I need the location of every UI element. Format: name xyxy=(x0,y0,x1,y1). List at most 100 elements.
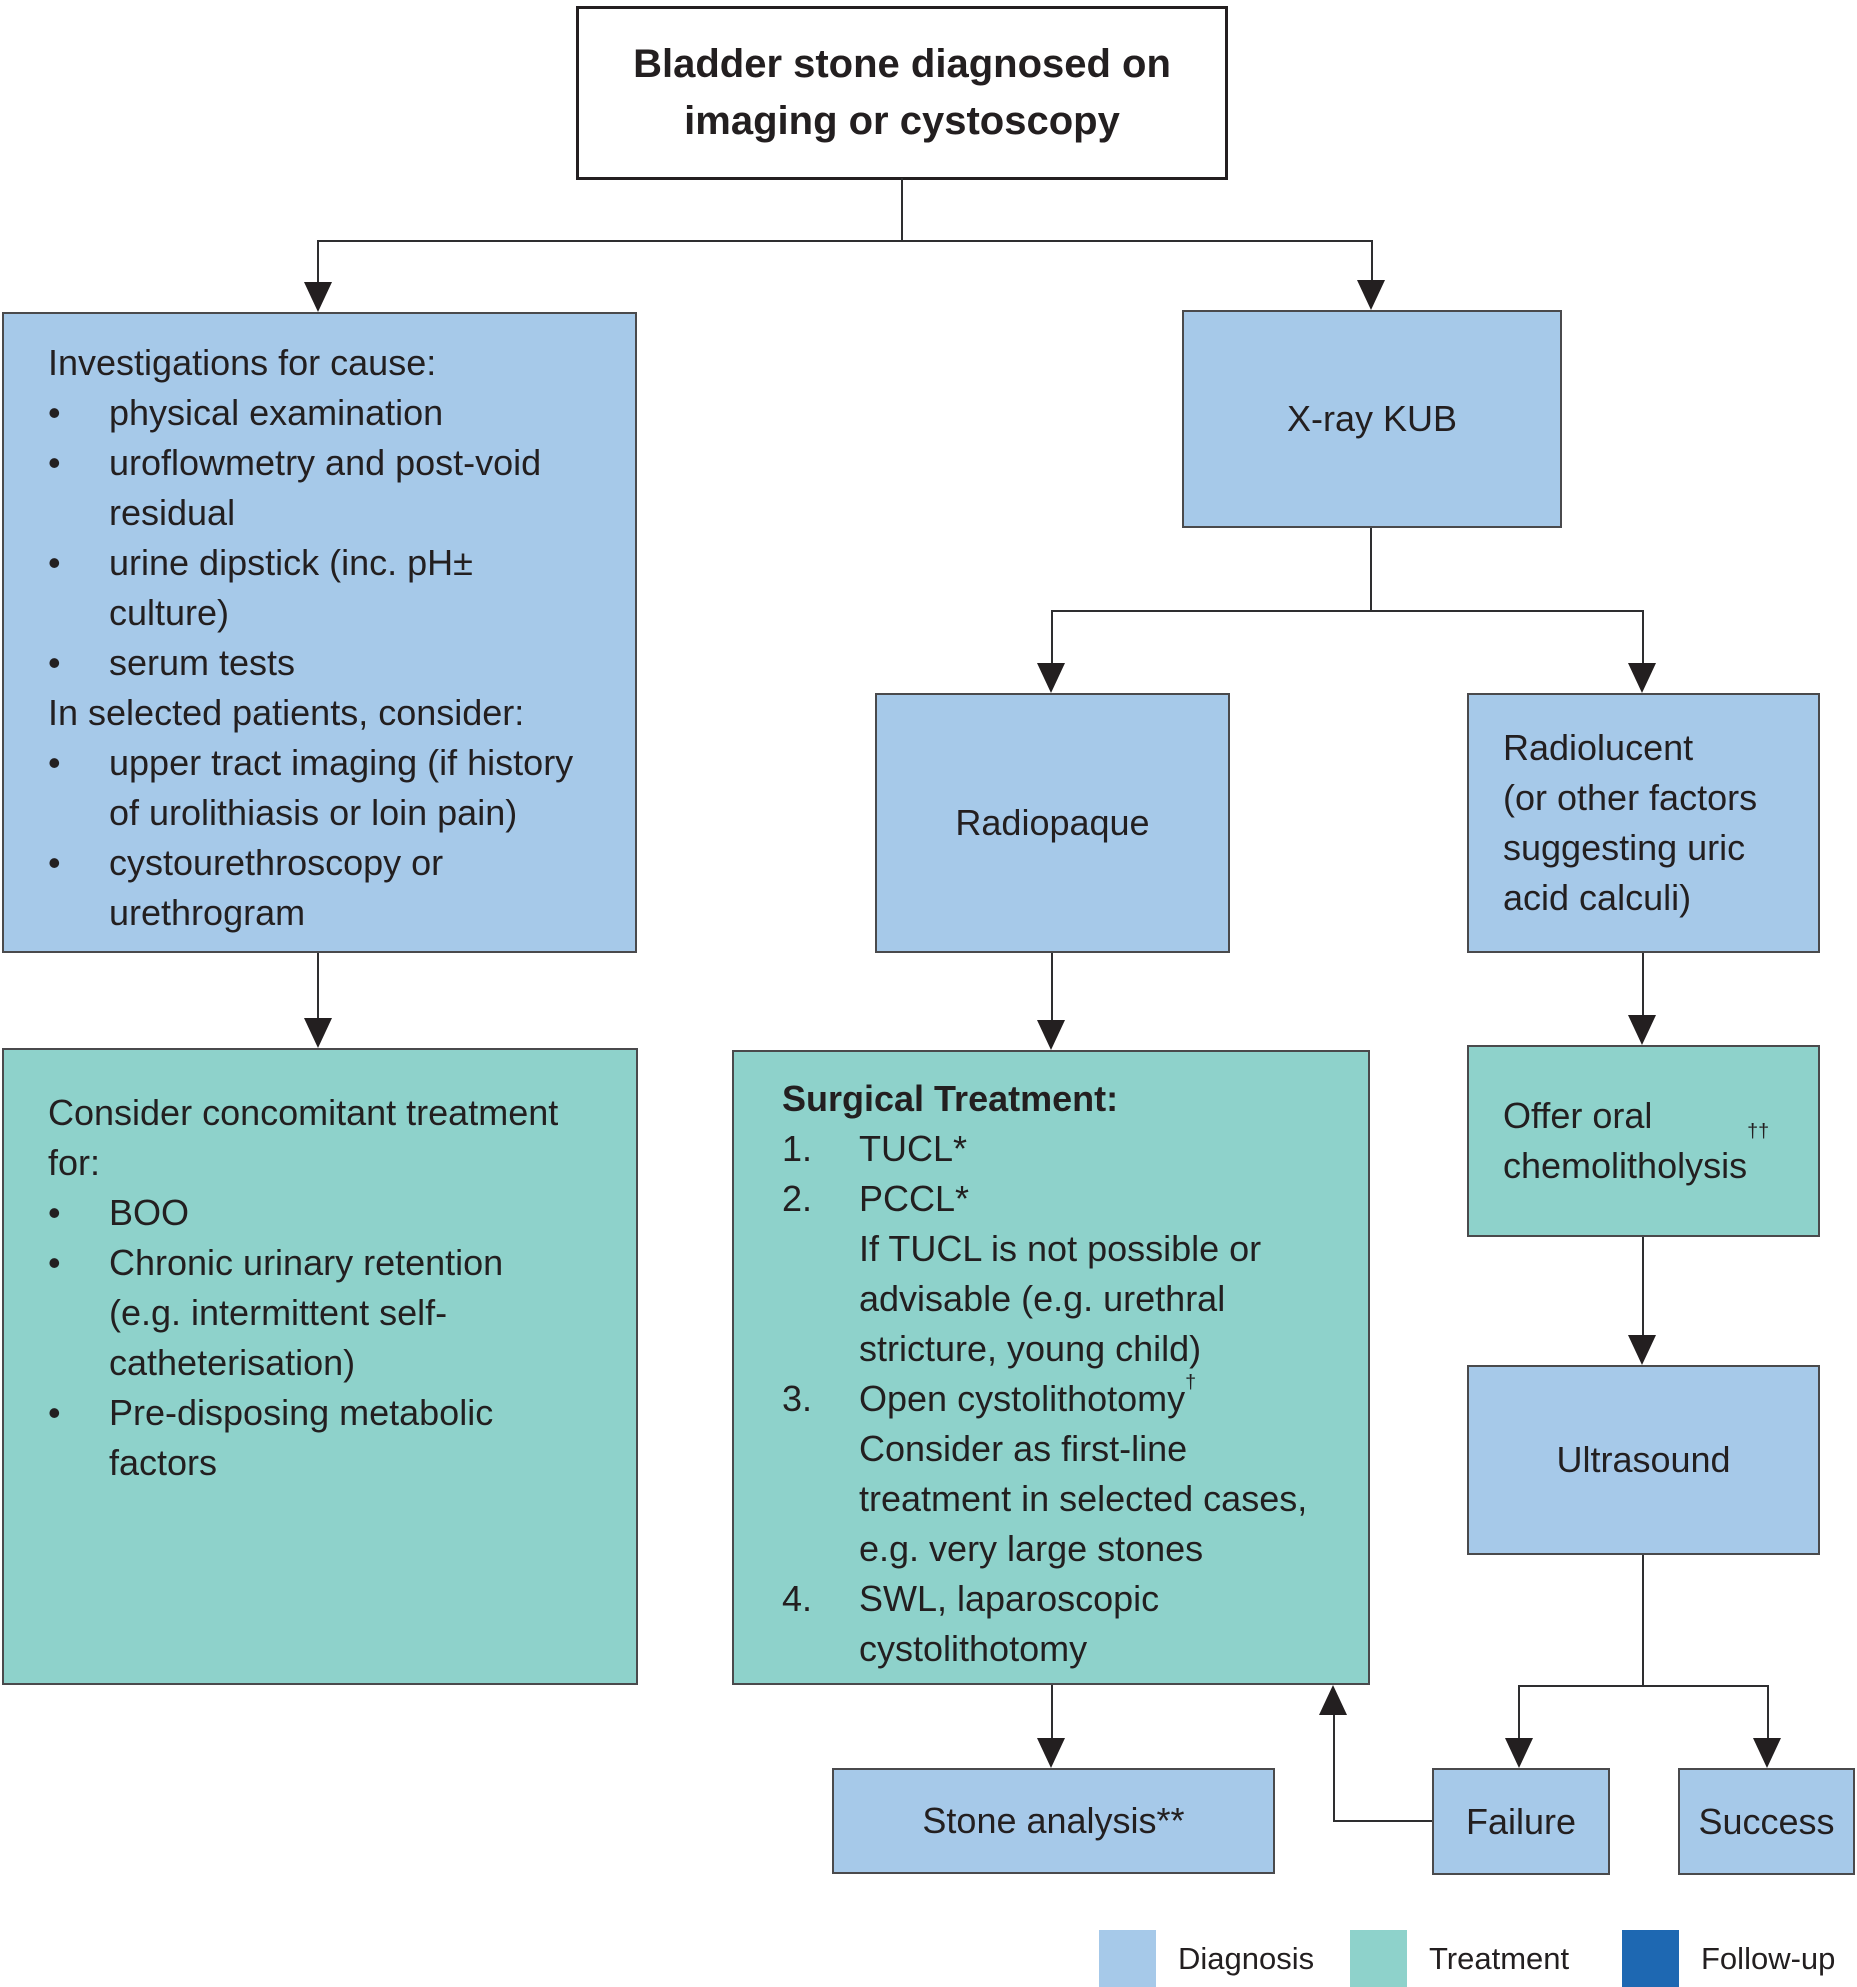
list-item: •uroflowmetry and post-void xyxy=(48,438,617,488)
ultrasound-label: Ultrasound xyxy=(1556,1439,1731,1480)
xray-kub-box: X-ray KUB xyxy=(1182,310,1562,528)
success-label: Success xyxy=(1698,1800,1835,1842)
legend-swatch-followup xyxy=(1622,1930,1679,1987)
legend-label-diagnosis: Diagnosis xyxy=(1178,1940,1315,1976)
investigations-subheading: In selected patients, consider: xyxy=(48,692,525,733)
arrowhead-to-surgical xyxy=(1037,1020,1065,1050)
arrowhead-to-radiopaque xyxy=(1037,663,1065,693)
numbered-item: 3.Open cystolithotomy† xyxy=(782,1371,1197,1419)
arrowhead-to-chemolitholysis xyxy=(1628,1015,1656,1045)
arrowhead-feedback-to-surgical xyxy=(1319,1685,1347,1715)
numbered-item-continuation: advisable (e.g. urethral xyxy=(859,1278,1226,1319)
connector-to-stone-analysis xyxy=(1051,1685,1053,1740)
connector-to-surgical xyxy=(1051,953,1053,1022)
list-item: •cystourethroscopy or xyxy=(48,838,617,888)
connector-ultrasound-stem xyxy=(1642,1555,1644,1687)
legend-label-treatment: Treatment xyxy=(1429,1940,1570,1976)
arrowhead-to-stone-analysis xyxy=(1037,1738,1065,1768)
list-item-continuation: catheterisation) xyxy=(109,1342,356,1383)
connector-title-branch xyxy=(317,240,1373,242)
numbered-item-continuation: stricture, young child) xyxy=(859,1328,1202,1369)
list-item-continuation: urethrogram xyxy=(109,892,306,933)
list-item-continuation: culture) xyxy=(109,592,230,633)
legend-swatch-treatment xyxy=(1350,1930,1407,1987)
connector-to-concomitant xyxy=(317,953,319,1020)
connector-to-investigations xyxy=(317,240,319,284)
connector-to-ultrasound xyxy=(1642,1237,1644,1337)
connector-failure-feedback-vertical xyxy=(1333,1713,1335,1822)
bullet-icon: • xyxy=(48,842,61,883)
bullet-icon: • xyxy=(48,542,61,583)
list-item-continuation: (e.g. intermittent self- xyxy=(109,1292,448,1333)
failure-box: Failure xyxy=(1432,1768,1610,1875)
radiopaque-label: Radiopaque xyxy=(955,802,1150,843)
arrowhead-to-ultrasound xyxy=(1628,1335,1656,1365)
legend-label-followup: Follow-up xyxy=(1701,1940,1836,1976)
list-item: •serum tests xyxy=(48,638,617,688)
connector-failure-feedback-horizontal xyxy=(1333,1820,1432,1822)
investigations-box: Investigations for cause: •physical exam… xyxy=(2,312,637,953)
bullet-icon: • xyxy=(48,642,61,683)
list-item-continuation: factors xyxy=(109,1442,218,1483)
dagger-superscript: † xyxy=(1185,1371,1197,1394)
stone-analysis-label: Stone analysis** xyxy=(922,1800,1185,1841)
double-dagger-superscript: †† xyxy=(1747,1120,1770,1143)
ultrasound-box: Ultrasound xyxy=(1467,1365,1820,1555)
bullet-icon: • xyxy=(48,1392,61,1433)
numbered-item-continuation: If TUCL is not possible or xyxy=(859,1228,1262,1269)
list-item-continuation: of urolithiasis or loin pain) xyxy=(109,792,518,833)
list-item: •Chronic urinary retention xyxy=(48,1238,618,1288)
list-item: •physical examination xyxy=(48,388,617,438)
bullet-icon: • xyxy=(48,1242,61,1283)
surgical-heading: Surgical Treatment: xyxy=(782,1078,1119,1119)
list-item: •urine dipstick (inc. pH± xyxy=(48,538,617,588)
title-box: Bladder stone diagnosed on imaging or cy… xyxy=(576,6,1228,180)
surgical-treatment-box: Surgical Treatment: 1.TUCL* 2.PCCL* If T… xyxy=(732,1050,1370,1685)
legend-swatch-diagnosis xyxy=(1099,1930,1156,1987)
arrowhead-to-radiolucent xyxy=(1628,663,1656,693)
connector-xray-branch xyxy=(1051,610,1644,612)
numbered-item-continuation: treatment in selected cases, xyxy=(859,1478,1308,1519)
list-item-continuation: residual xyxy=(109,492,236,533)
radiolucent-box: Radiolucent (or other factors suggesting… xyxy=(1467,693,1820,953)
radiopaque-box: Radiopaque xyxy=(875,693,1230,953)
failure-label: Failure xyxy=(1465,1800,1577,1842)
connector-ultrasound-branch xyxy=(1518,1685,1769,1687)
connector-xray-stem xyxy=(1370,528,1372,612)
concomitant-heading: Consider concomitant treatment xyxy=(48,1092,559,1133)
list-item: •upper tract imaging (if history xyxy=(48,738,617,788)
chemolitholysis-box: Offer oral chemolitholysis†† xyxy=(1467,1045,1820,1237)
bullet-icon: • xyxy=(48,742,61,783)
stone-analysis-box: Stone analysis** xyxy=(832,1768,1275,1874)
arrowhead-to-concomitant xyxy=(304,1018,332,1048)
list-item: •Pre-disposing metabolic xyxy=(48,1388,618,1438)
numbered-item: 4.SWL, laparoscopic xyxy=(782,1578,1160,1619)
title-line-1: Bladder stone diagnosed on xyxy=(633,42,1171,86)
bullet-icon: • xyxy=(48,392,61,433)
list-item: •BOO xyxy=(48,1188,618,1238)
connector-to-radiopaque xyxy=(1051,610,1053,665)
numbered-item: 2.PCCL* xyxy=(782,1178,970,1219)
arrowhead-to-investigations xyxy=(304,282,332,312)
connector-to-chemolitholysis xyxy=(1642,953,1644,1017)
connector-to-xray xyxy=(1371,240,1373,282)
connector-to-success xyxy=(1767,1685,1769,1740)
numbered-item: 1.TUCL* xyxy=(782,1128,968,1169)
arrowhead-to-success xyxy=(1753,1738,1781,1768)
numbered-item-continuation: e.g. very large stones xyxy=(859,1528,1204,1569)
numbered-item-continuation: cystolithotomy xyxy=(859,1628,1088,1669)
concomitant-treatment-box: Consider concomitant treatment for: •BOO… xyxy=(2,1048,638,1685)
numbered-item-continuation: Consider as first-line xyxy=(859,1428,1188,1469)
investigations-heading: Investigations for cause: xyxy=(48,342,437,383)
concomitant-heading-continuation: for: xyxy=(48,1142,101,1183)
arrowhead-to-xray xyxy=(1357,280,1385,310)
xray-kub-label: X-ray KUB xyxy=(1286,398,1458,439)
arrowhead-to-failure xyxy=(1505,1738,1533,1768)
connector-title-stem xyxy=(901,178,903,242)
bullet-icon: • xyxy=(48,442,61,483)
title-line-2: imaging or cystoscopy xyxy=(684,99,1120,143)
connector-to-radiolucent xyxy=(1642,610,1644,665)
success-box: Success xyxy=(1678,1768,1855,1875)
connector-to-failure xyxy=(1518,1685,1520,1740)
